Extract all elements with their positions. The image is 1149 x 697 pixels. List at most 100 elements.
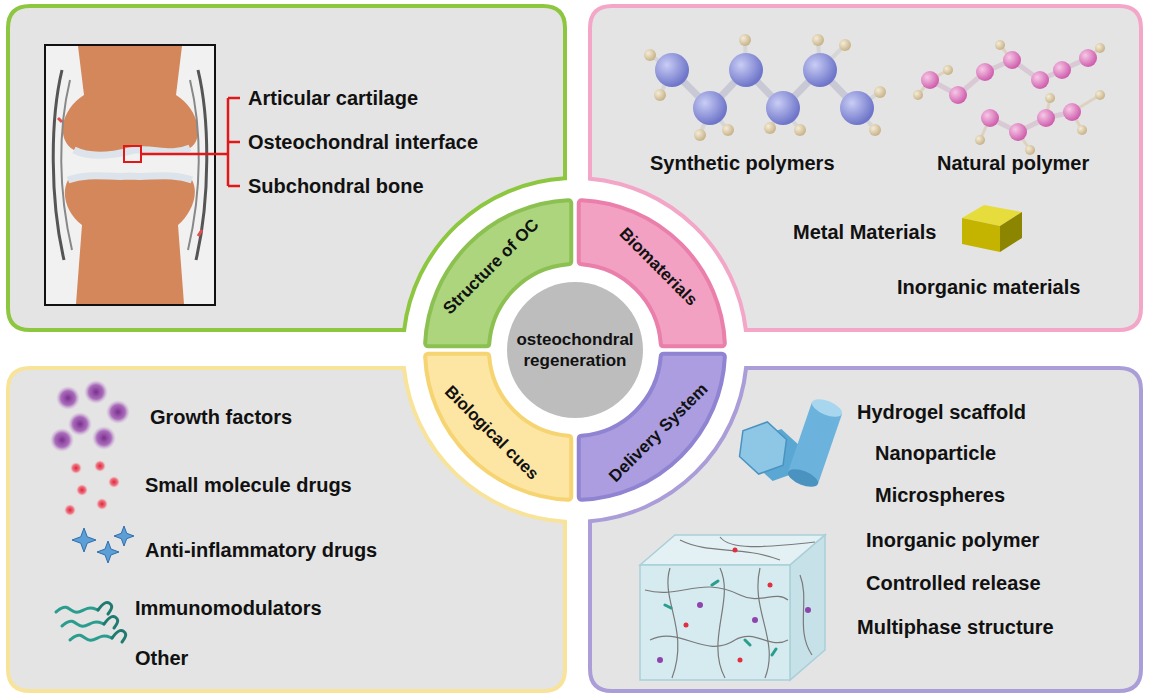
art-shape [1077, 125, 1087, 135]
art-shape [768, 583, 773, 588]
art-shape [805, 607, 811, 613]
art-shape [188, 80, 199, 250]
item-label: Inorganic materials [897, 275, 1080, 299]
panel-border [8, 368, 565, 691]
art-shape [981, 109, 999, 127]
center-label: osteochondral regeneration [516, 329, 634, 371]
art-shape [657, 657, 663, 663]
art-shape [645, 537, 815, 678]
art-shape [65, 176, 195, 304]
art-shape [1079, 49, 1097, 67]
art-shape [869, 124, 881, 136]
ring-segment: Structure of OC [419, 194, 575, 350]
polymer-molecules [644, 34, 1105, 155]
art-shape [1031, 71, 1049, 89]
art-shape [812, 34, 824, 46]
art-shape [962, 218, 1000, 252]
art-shape [70, 635, 112, 640]
art-shape [644, 49, 656, 61]
panel-ground [590, 368, 1141, 691]
art-shape [76, 484, 88, 496]
art-shape [1053, 61, 1071, 79]
art-shape [1095, 90, 1105, 100]
ring-arc [579, 200, 725, 346]
art-shape [1095, 43, 1105, 53]
item-label: Growth factors [150, 405, 292, 429]
art-shape [64, 504, 76, 516]
art-shape [654, 89, 666, 101]
art-shape [58, 118, 62, 122]
art-shape [84, 380, 108, 404]
art-shape [1063, 103, 1081, 121]
art-shape [732, 418, 795, 478]
ring-arc [425, 354, 571, 500]
center-circle: osteochondral regeneration [507, 282, 643, 418]
biological-cue-icons [50, 380, 134, 642]
art-shape [976, 63, 994, 81]
art-shape [56, 607, 98, 612]
art-shape [1045, 93, 1055, 103]
panel-border [590, 368, 1141, 691]
art-shape [96, 498, 108, 510]
ring-segment: Delivery System [575, 350, 731, 506]
ring-segment: Biomaterials [575, 194, 731, 350]
art-shape [92, 426, 116, 450]
art-shape [655, 53, 689, 87]
item-label: Anti-inflammatory drugs [145, 538, 377, 562]
art-shape [840, 91, 874, 125]
panel-ground [590, 6, 1141, 330]
ring-segment: Biological cues [419, 350, 575, 506]
metal-cube [962, 205, 1022, 252]
art-shape [1009, 123, 1027, 141]
item-label: Metal Materials [793, 220, 936, 244]
art-shape [645, 587, 788, 600]
art-shape [1037, 109, 1055, 127]
item-label: Controlled release [866, 571, 1041, 595]
item-label: Immunomodulators [135, 596, 322, 620]
art-shape [657, 548, 811, 664]
item-label: Osteochondral interface [248, 130, 478, 154]
art-shape [68, 412, 92, 436]
ring-arc [579, 354, 725, 500]
item-label: Nanoparticle [875, 441, 996, 465]
art-shape [786, 466, 821, 491]
art-shape [766, 91, 800, 125]
art-shape [810, 396, 845, 421]
art-shape [764, 122, 776, 134]
art-shape [640, 565, 790, 680]
art-shape [738, 658, 743, 663]
item-label: Multiphase structure [857, 615, 1054, 639]
item-label: Synthetic polymers [650, 151, 835, 175]
item-label: Microspheres [875, 483, 1005, 507]
art-shape [752, 617, 758, 623]
art-shape [913, 90, 923, 100]
art-shape [684, 623, 689, 628]
art-shape [97, 541, 119, 563]
art-shape [800, 575, 812, 655]
art-shape [112, 631, 126, 642]
art-shape [694, 129, 706, 141]
item-label: Articular cartilage [248, 86, 418, 110]
art-shape [198, 230, 202, 236]
art-shape [949, 86, 967, 104]
art-shape [94, 460, 106, 472]
art-shape [697, 602, 703, 608]
node-outline [507, 282, 643, 418]
art-shape [733, 548, 738, 553]
art-shape [720, 537, 815, 547]
art-shape [53, 70, 64, 260]
art-shape [718, 568, 725, 678]
art-shape [63, 46, 198, 155]
center-disc [507, 282, 643, 418]
art-shape [98, 603, 112, 614]
ring-backing [405, 180, 745, 520]
art-shape [975, 135, 985, 145]
art-shape [108, 476, 120, 488]
art-shape [50, 428, 74, 452]
art-shape [68, 176, 192, 180]
art-shape [921, 71, 939, 89]
ring-arc [425, 200, 571, 346]
art-shape [794, 124, 806, 136]
art-shape [874, 86, 886, 98]
art-shape [72, 528, 96, 552]
